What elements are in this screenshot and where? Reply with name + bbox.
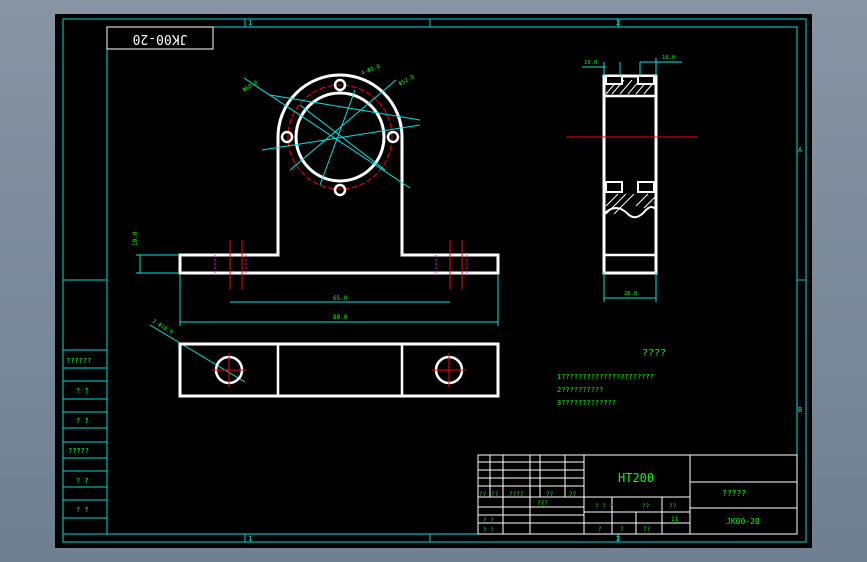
zone-number-top-2: 2 (616, 19, 620, 27)
title-mid-label-0: ??? (537, 500, 548, 507)
title-scale-3: 11 (671, 516, 679, 523)
leader-lines (149, 77, 421, 383)
side-hole-top-left (605, 75, 623, 85)
title-row-label-1: ?? (491, 491, 499, 498)
title-scale-2: ?? (643, 526, 651, 533)
title-mid-label-3: ?? (669, 503, 677, 510)
bolt-hole-top (333, 78, 347, 92)
left-table-row-0: ?????? (66, 357, 91, 365)
side-hole-top-right (637, 75, 655, 85)
title-mid-label-2: ?? (642, 503, 650, 510)
hidden-lines (214, 255, 468, 273)
left-table-row-4: ? ? (76, 477, 89, 485)
dim-side-width-right: 10.0 (662, 55, 675, 61)
title-row-label-0: ?? (479, 491, 487, 498)
notes-line-1: 1?????????????????????? (557, 373, 654, 381)
title-drawing-no: JK00-20 (726, 517, 760, 526)
title-scale-0: ? (598, 526, 602, 533)
notes-title: ???? (642, 348, 666, 359)
title-row-label-3: ?? (546, 491, 554, 498)
left-table-row-5: ? ? (76, 506, 89, 514)
dim-overall-length: 80.0 (333, 314, 348, 321)
side-dimension-lines (582, 58, 682, 302)
front-centerlines (229, 240, 463, 290)
left-side-table (62, 279, 108, 535)
drawing-sheet (55, 14, 812, 548)
dim-side-width-left: 10.0 (584, 60, 597, 66)
zone-letter-a: A (798, 146, 803, 154)
code-box (106, 26, 214, 50)
title-row-label-2: ???? (509, 491, 524, 498)
side-view[interactable]: 10.0 10.0 20.0 (566, 55, 698, 302)
notes-line-2: 2?????????? (557, 386, 603, 394)
plan-outline (178, 342, 500, 398)
bolt-hole-right (386, 130, 400, 144)
dim-side-depth: 20.0 (624, 291, 637, 297)
left-table-row-3: ????? (68, 447, 89, 455)
title-block-grid (477, 454, 798, 535)
dim-hole-spacing: 65.0 (333, 295, 348, 302)
title-material: HT200 (618, 471, 654, 485)
zone-letter-b: B (798, 406, 802, 414)
zone-number-top-1: 1 (248, 19, 252, 27)
title-left-bottom-0: ? ? (483, 517, 494, 524)
code-top-label: JK00-20 (133, 31, 188, 46)
plan-centerlines (212, 353, 466, 387)
left-table-row-1: ? ? (76, 387, 89, 395)
plan-view[interactable] (178, 342, 500, 398)
bracket-outline (178, 73, 500, 275)
side-hole-mid-right (637, 181, 655, 193)
side-outline (602, 74, 658, 275)
title-left-bottom-1: ? ? (483, 527, 494, 534)
bolt-hole-left (280, 130, 294, 144)
notes-line-3: 3????????????? (557, 399, 616, 407)
dim-height: 10.0 (132, 231, 139, 246)
zone-number-bottom-2: 2 (616, 535, 620, 543)
left-table-row-2: ? ? (76, 417, 89, 425)
bolt-circle-red (287, 84, 393, 190)
title-row-label-4: ?? (569, 491, 577, 498)
side-break-line (603, 206, 657, 219)
title-mid-label-1: ? ? ? (595, 503, 613, 510)
bolt-hole-bottom (333, 183, 347, 197)
zone-number-bottom-1: 1 (248, 535, 252, 543)
main-bore (294, 91, 386, 183)
dimension-lines (136, 254, 499, 326)
title-scale-1: ? (620, 526, 624, 533)
side-hole-mid-left (605, 181, 623, 193)
title-part-name: ????? (722, 489, 746, 498)
